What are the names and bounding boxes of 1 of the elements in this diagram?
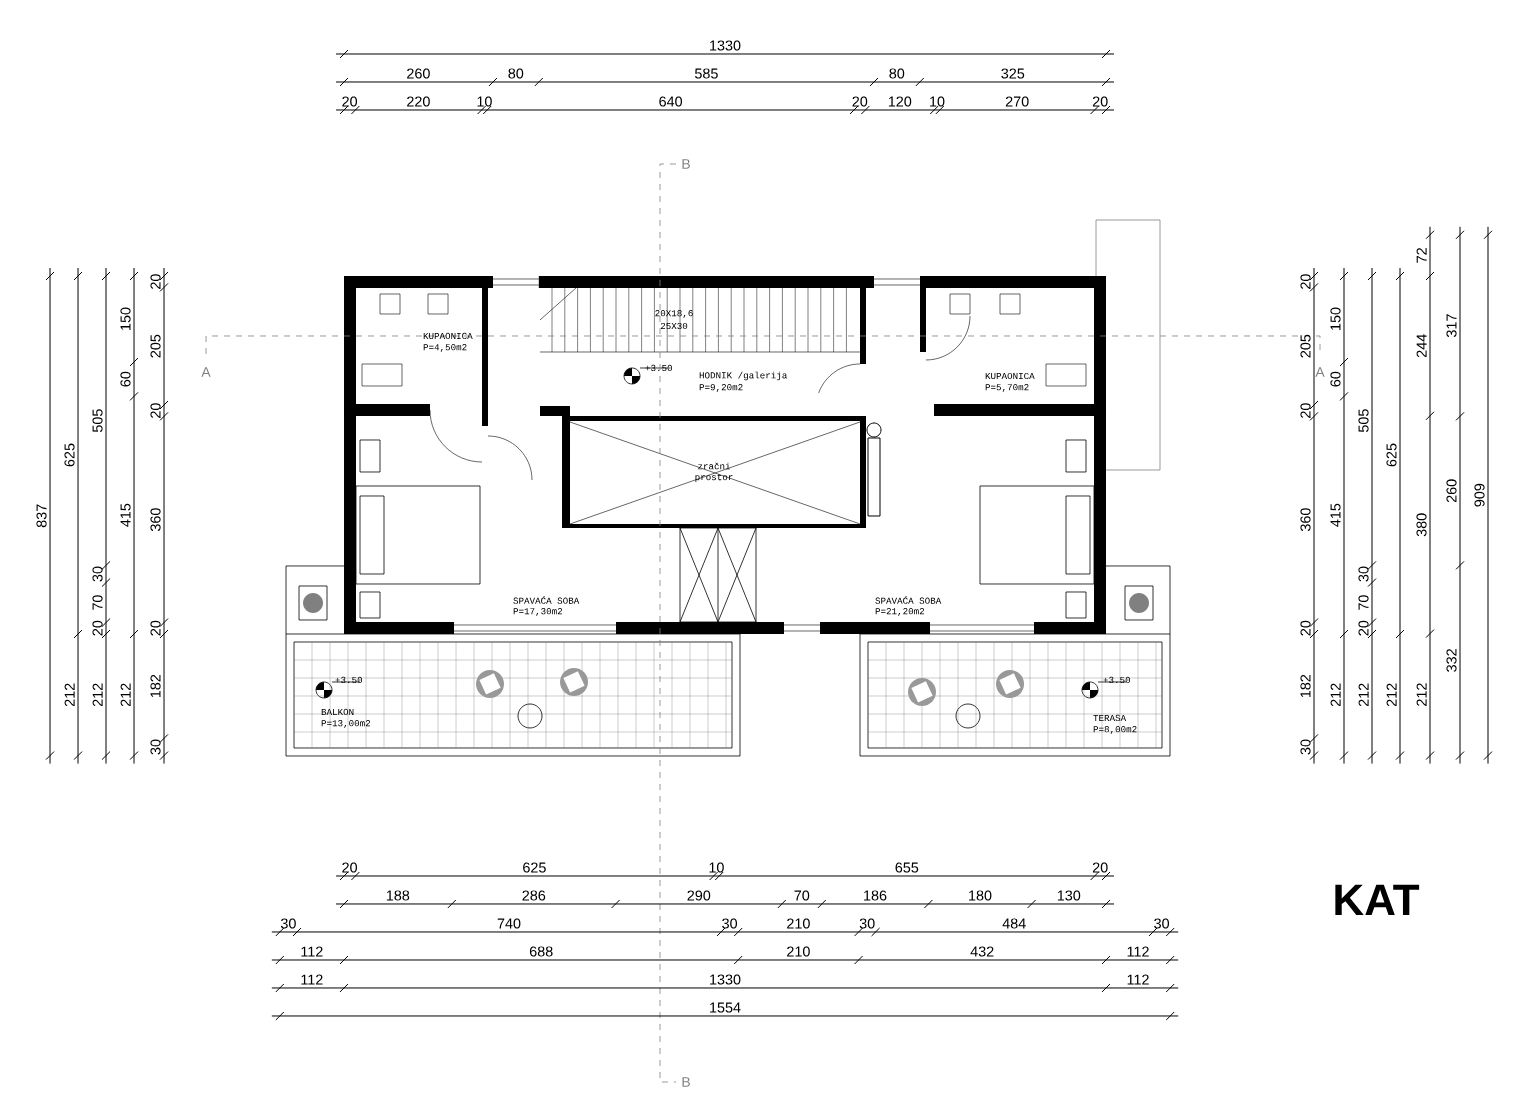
title: KAT (1335, 884, 1420, 916)
